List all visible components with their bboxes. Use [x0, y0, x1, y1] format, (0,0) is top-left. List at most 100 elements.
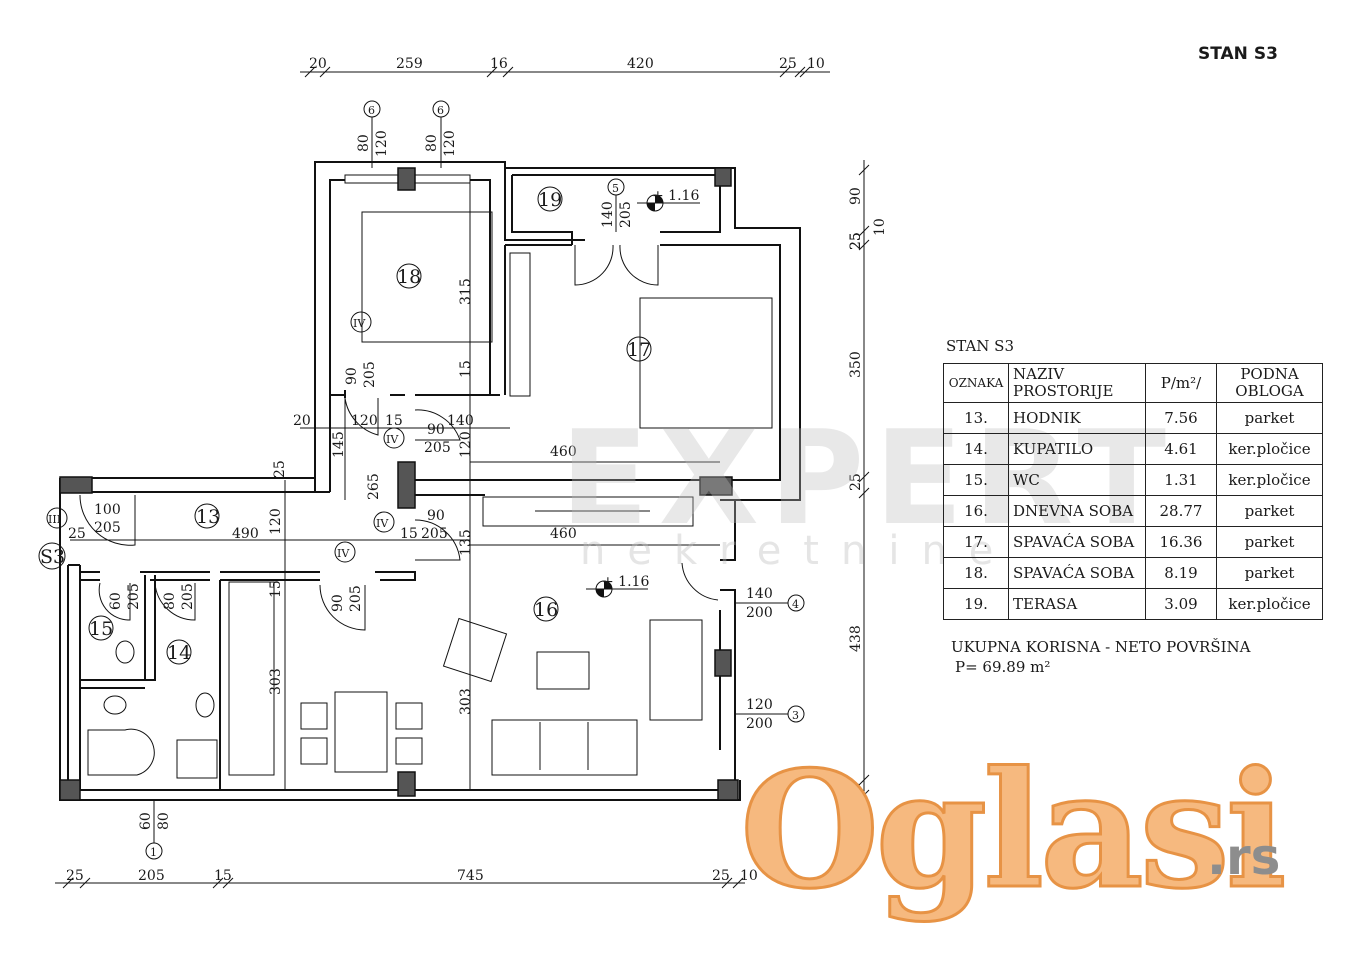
dim-win1-60: 60: [138, 812, 154, 830]
marker-iv-d: IV: [337, 547, 350, 560]
dim-303a: 303: [268, 668, 284, 695]
room-16: 16: [534, 599, 558, 621]
legend-header-area: P/m²/: [1145, 363, 1217, 403]
dim-top-420: 420: [627, 56, 654, 72]
dim-win-120b: 120: [442, 130, 458, 157]
dim-bottom-205: 205: [138, 868, 165, 884]
dim-win-80b: 80: [424, 134, 440, 152]
dim-room18-315: 315: [458, 278, 474, 305]
dim-hall-20: 20: [293, 413, 311, 429]
shower: [87, 728, 155, 776]
marker-iv-a: IV: [353, 317, 366, 330]
marker-4: 4: [792, 598, 799, 611]
dim-door16-205: 205: [348, 585, 364, 612]
legend-cell-code: 15.: [943, 464, 1009, 496]
legend-header-naziv: NAZIV PROSTORIJE: [1008, 363, 1146, 403]
dim-top-16: 16: [490, 56, 508, 72]
legend-cell-code: 17.: [943, 526, 1009, 558]
legend-header-floor: PODNA OBLOGA: [1216, 363, 1323, 403]
dim-145: 145: [331, 431, 347, 458]
dim-right-25: 25: [848, 232, 864, 250]
dim-hall-140: 140: [447, 413, 474, 429]
bath-cabinet: [176, 739, 218, 779]
tv-console: [482, 496, 694, 527]
level-label-living: + 1.16: [602, 574, 649, 590]
dim-top-20: 20: [309, 56, 327, 72]
dim-460b: 460: [550, 526, 577, 542]
marker-6a: 6: [368, 104, 375, 117]
column: [699, 476, 733, 496]
furniture: [87, 211, 773, 779]
dim-bottom-25: 25: [66, 868, 84, 884]
legend-cell-name: HODNIK: [1008, 402, 1146, 434]
legend-cell-area: 3.09: [1145, 588, 1217, 620]
legend-cell-area: 4.61: [1145, 433, 1217, 465]
legend-header-row: OZNAKA NAZIV PROSTORIJE P/m²/ PODNA OBLO…: [943, 363, 1323, 403]
walls: [59, 161, 801, 801]
dim-entry-100: 100: [94, 502, 121, 518]
legend-cell-code: 14.: [943, 433, 1009, 465]
sofa-main: [491, 719, 638, 776]
room-15: 15: [89, 618, 113, 640]
top-dimension-line: 20 259 16 420 25 10: [300, 56, 830, 78]
doors: [79, 244, 719, 631]
dim-win3-200: 200: [746, 716, 773, 732]
dim-25-entry: 25: [68, 526, 86, 542]
dim-door14-205: 205: [180, 583, 196, 610]
dim-door18-205: 205: [362, 361, 378, 388]
column: [714, 649, 732, 677]
room-legend-table: OZNAKA NAZIV PROSTORIJE P/m²/ PODNA OBLO…: [943, 363, 1323, 620]
marker-iii: III: [48, 513, 61, 526]
marker-5: 5: [612, 182, 619, 195]
legend-cell-code: 13.: [943, 402, 1009, 434]
dim-303b: 303: [458, 688, 474, 715]
dim-right-25b: 25: [848, 473, 864, 491]
dim-win-80a: 80: [356, 134, 372, 152]
marker-iv-c: IV: [376, 517, 389, 530]
dim-right-350: 350: [848, 351, 864, 378]
chair-rotated: [442, 617, 508, 683]
dim-top-10: 10: [807, 56, 825, 72]
legend-title: STAN S3: [946, 337, 1015, 355]
dim-120-vert: 120: [458, 431, 474, 458]
column: [397, 167, 416, 191]
dim-right-438: 438: [848, 625, 864, 652]
legend-cell-name: WC: [1008, 464, 1146, 496]
dim-bottom-10: 10: [740, 868, 758, 884]
level-marker-terrace: [637, 194, 700, 212]
dim-25-left: 25: [272, 460, 288, 478]
dim-door15-205: 205: [126, 583, 142, 610]
dim-hall-120: 120: [351, 413, 378, 429]
bed-17: [639, 297, 773, 429]
dim-right-10: 10: [872, 218, 888, 236]
dim-win4-140: 140: [746, 586, 773, 602]
dim-win1-80: 80: [156, 812, 172, 830]
sofa-armchair: [649, 619, 703, 721]
dim-bottom-15: 15: [214, 868, 232, 884]
legend-cell-code: 16.: [943, 495, 1009, 527]
legend-cell-area: 16.36: [1145, 526, 1217, 558]
column: [717, 779, 739, 801]
room-17: 17: [627, 339, 651, 361]
toilet-15: [115, 640, 135, 664]
column: [59, 476, 93, 494]
dim-120-left: 120: [268, 508, 284, 535]
legend-cell-floor: ker.pločice: [1216, 464, 1323, 496]
dim-door5-140: 140: [600, 201, 616, 228]
dining-table: [334, 691, 388, 773]
legend-cell-name: DNEVNA SOBA: [1008, 495, 1146, 527]
dim-door5-205: 205: [618, 201, 634, 228]
dim-entry-205: 205: [94, 520, 121, 536]
dim-right-25c: 25: [848, 782, 864, 800]
room-13: 13: [196, 506, 220, 528]
dim-15a: 15: [458, 360, 474, 378]
dim-25-right-mid: 25: [848, 232, 864, 250]
room-19: 19: [538, 189, 562, 211]
